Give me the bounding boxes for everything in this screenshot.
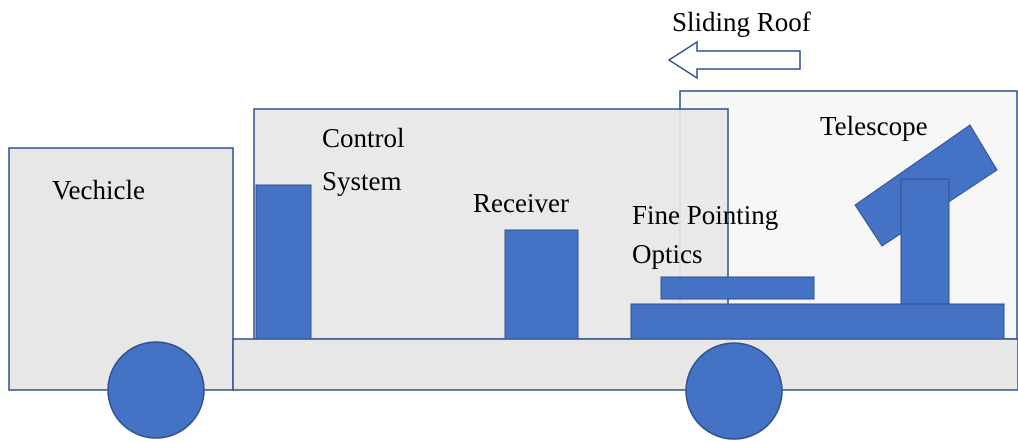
telescope-label: Telescope bbox=[820, 111, 928, 141]
vehicle-label: Vechicle bbox=[52, 175, 145, 205]
sliding-roof-arrow bbox=[667, 40, 801, 80]
front-wheel bbox=[107, 341, 205, 439]
sliding-roof-label: Sliding Roof bbox=[672, 7, 811, 37]
telescope-pillar bbox=[900, 178, 950, 305]
fine-pointing-label-line2: Optics bbox=[632, 239, 703, 269]
cargo-enclosure bbox=[253, 108, 729, 340]
fine-pointing-label-line1: Fine Pointing bbox=[632, 200, 778, 230]
control-system-label-line1: Control bbox=[322, 123, 405, 153]
receiver-label: Receiver bbox=[473, 188, 569, 218]
vehicle-platform bbox=[232, 338, 1018, 391]
control-system-box bbox=[255, 184, 312, 340]
rear-wheel bbox=[685, 342, 783, 440]
receiver-box bbox=[504, 229, 579, 340]
control-system-label-line2: System bbox=[322, 166, 402, 196]
vehicle-cab bbox=[8, 147, 234, 391]
optical-bench bbox=[630, 303, 1005, 340]
fine-pointing-optics-plate bbox=[660, 276, 815, 300]
